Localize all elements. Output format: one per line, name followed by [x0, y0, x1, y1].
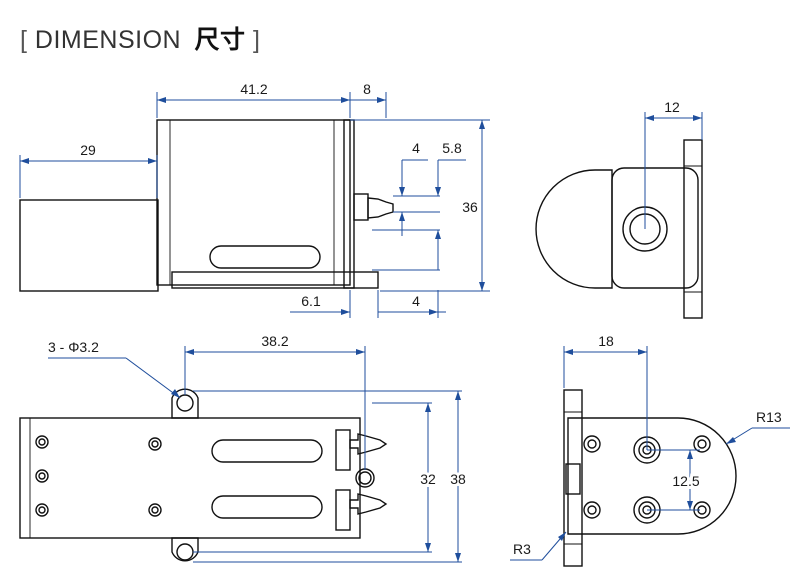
- dim-r3: R3: [513, 541, 531, 557]
- front-rounded-body: [535, 169, 613, 289]
- dim-12: 12: [664, 99, 680, 115]
- side-fitting-base: [353, 193, 369, 221]
- top-fitting-1: [349, 433, 388, 455]
- dim-r13: R13: [756, 409, 782, 425]
- top-slot-2: [211, 495, 323, 519]
- title-bracket-close: ]: [253, 26, 261, 54]
- top-plate: [19, 417, 361, 539]
- dim-36: 36: [462, 199, 478, 215]
- top-view: 3 - Φ3.2 38.2 32 38: [19, 333, 469, 563]
- side-fitting-barb: [367, 197, 394, 219]
- end-mount-flange: [563, 389, 583, 567]
- dim-12-5: 12.5: [672, 473, 699, 489]
- side-front-flange: [343, 119, 355, 289]
- dim-6-1: 6.1: [301, 293, 321, 309]
- page-title: [ DIMENSION 尺寸 ]: [20, 20, 260, 56]
- dim-8: 8: [363, 81, 371, 97]
- side-main-body: [156, 119, 351, 286]
- dim-38: 38: [450, 471, 466, 487]
- title-english: DIMENSION: [34, 26, 182, 54]
- dim-4-fitting: 4: [412, 140, 420, 156]
- dim-18: 18: [598, 333, 614, 349]
- end-body: [567, 417, 737, 535]
- side-slot: [209, 245, 321, 269]
- front-mount-flange: [683, 139, 703, 319]
- title-chinese: 尺寸: [194, 26, 246, 54]
- top-block-1: [335, 429, 351, 471]
- dim-hole-note: 3 - Φ3.2: [48, 339, 99, 355]
- end-view: 18 12.5 R13 R3: [510, 333, 790, 567]
- top-fitting-2: [349, 493, 388, 515]
- front-view: 12: [535, 99, 703, 319]
- dim-5-8: 5.8: [442, 140, 462, 156]
- top-block-2: [335, 489, 351, 531]
- dim-4-base: 4: [412, 293, 420, 309]
- top-slot-1: [211, 439, 323, 463]
- dim-41-2: 41.2: [240, 81, 267, 97]
- top-hole-2: [176, 543, 194, 561]
- side-tail-block: [19, 199, 159, 292]
- side-view: 41.2 8 29 36 4 5.8: [19, 81, 490, 318]
- side-bottom-flange: [171, 271, 379, 289]
- dim-38-2: 38.2: [261, 333, 288, 349]
- title-bracket-open: [: [20, 26, 28, 54]
- dim-29: 29: [80, 142, 96, 158]
- dim-32: 32: [420, 471, 436, 487]
- front-housing: [611, 167, 699, 289]
